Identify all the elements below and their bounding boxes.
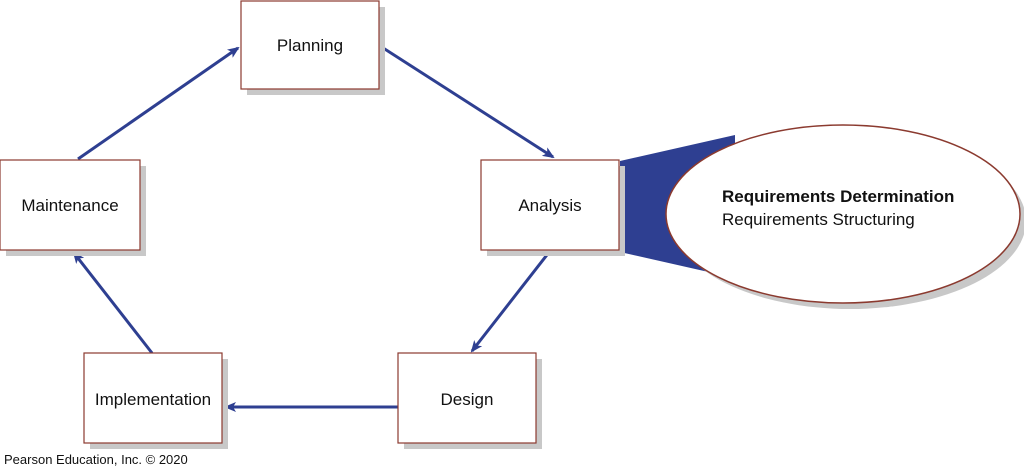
requirements-determination-label: Requirements Determination — [722, 187, 954, 206]
planning-label: Planning — [277, 36, 343, 55]
planning-box-frame — [240, 0, 380, 90]
analysis-box: Analysis — [480, 159, 625, 256]
analysis-label: Analysis — [518, 196, 581, 215]
copyright-credit: Pearson Education, Inc. © 2020 — [4, 452, 188, 467]
implementation-box: Implementation — [83, 352, 228, 449]
design-label: Design — [441, 390, 494, 409]
arrow-analysis-to-design — [470, 250, 552, 353]
implementation-label: Implementation — [95, 390, 211, 409]
design-box: Design — [397, 352, 542, 449]
arrow-implementation-to-maintenance — [72, 251, 154, 354]
arrow-planning-to-analysis — [379, 44, 555, 159]
analysis-box-frame — [480, 159, 620, 251]
planning-box: Planning — [240, 0, 385, 95]
requirements-oval — [665, 124, 1021, 304]
requirements-structuring-label: Requirements Structuring — [722, 210, 915, 229]
implementation-box-frame — [83, 352, 223, 444]
maintenance-label: Maintenance — [21, 196, 118, 215]
maintenance-box: Maintenance — [0, 159, 146, 256]
maintenance-box-frame — [0, 159, 141, 251]
design-box-frame — [397, 352, 537, 444]
arrow-maintenance-to-planning — [77, 46, 240, 161]
